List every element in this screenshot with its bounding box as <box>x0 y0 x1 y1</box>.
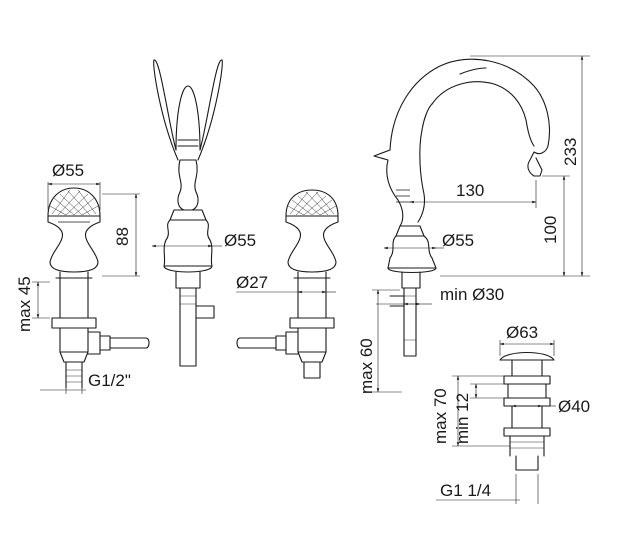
dim-100-label: 100 <box>541 216 560 244</box>
dim-88-label: 88 <box>113 227 132 246</box>
left-handle-valve <box>47 187 150 389</box>
right-handle-valve <box>236 189 339 379</box>
dimension-lines <box>32 55 590 504</box>
dim-max45-label: max 45 <box>15 276 34 332</box>
swan-spout-side <box>373 58 551 357</box>
dim-d55-swan-label: Ø55 <box>442 231 474 250</box>
popup-waste <box>499 352 555 471</box>
dim-d27-label: Ø27 <box>236 273 268 292</box>
right-crystal-knob <box>285 189 339 217</box>
dim-g114-label: G1 1/4 <box>440 481 491 500</box>
dim-max70-label: max 70 <box>431 388 450 444</box>
dim-min12-label: min 12 <box>453 393 472 444</box>
dim-min30-label: min Ø30 <box>440 285 504 304</box>
dim-g12-label: G1/2" <box>88 371 131 390</box>
dim-max60-label: max 60 <box>357 338 376 394</box>
dim-d55-spout-label: Ø55 <box>224 231 256 250</box>
dim-d55-handle-label: Ø55 <box>52 161 84 180</box>
dim-233-label: 233 <box>561 138 580 166</box>
dim-d63-label: Ø63 <box>506 323 538 342</box>
left-crystal-knob <box>47 187 101 217</box>
dim-d40-label: Ø40 <box>558 397 590 416</box>
center-spout-front <box>153 59 223 367</box>
dim-130-label: 130 <box>456 181 484 200</box>
